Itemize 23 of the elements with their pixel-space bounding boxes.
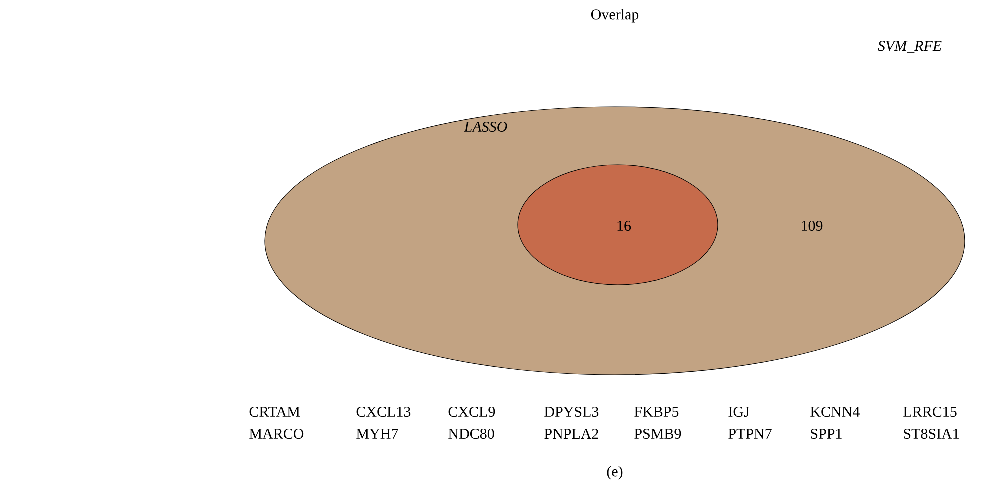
gene-label: CXCL13	[356, 406, 411, 418]
gene-label: CRTAM	[250, 406, 300, 418]
set-label: SVM_RFE	[878, 41, 942, 53]
gene-label: PTPN7	[728, 429, 772, 439]
venn-ellipse	[518, 164, 718, 286]
caption: (e)	[607, 466, 623, 480]
gene-label: PNPLA2	[544, 429, 598, 439]
gene-label: DPYSL3	[544, 406, 599, 418]
gene-label: MARCO	[250, 428, 304, 440]
gene-label: FKBP5	[634, 407, 679, 417]
gene-label: MYH7	[356, 429, 398, 439]
gene-label: SPP1	[811, 428, 842, 440]
gene-label: KCNN4	[810, 406, 860, 418]
gene-label: NDC80	[448, 428, 494, 440]
gene-label: ST8SIA1	[904, 428, 959, 440]
count-label: 16	[618, 220, 632, 232]
gene-label: LRRC15	[904, 406, 957, 418]
gene-label: CXCL9	[448, 406, 496, 418]
count-label: 109	[802, 220, 823, 232]
set-label: LASSO	[464, 122, 508, 132]
gene-label: IGJ	[728, 406, 750, 418]
title: Overlap	[591, 9, 639, 23]
gene-label: PSMB9	[634, 428, 682, 440]
